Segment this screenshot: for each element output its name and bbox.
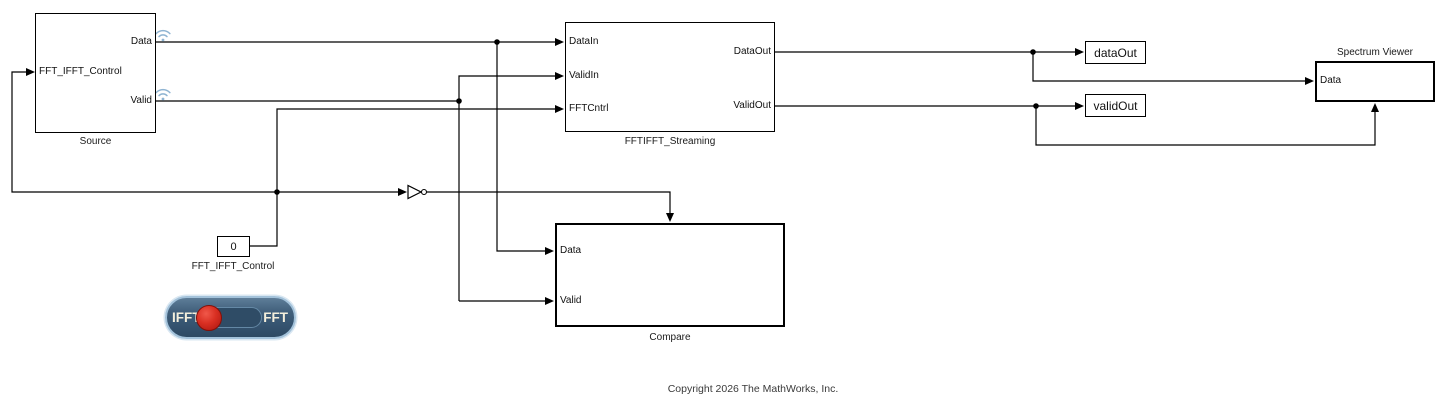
fft-port-fftcntrl: FFTCntrl <box>569 103 609 114</box>
junction-dot <box>1030 49 1036 55</box>
toggle-label-ifft: IFFT <box>172 309 201 325</box>
arrowhead <box>1075 48 1084 56</box>
not-gate-icon <box>407 184 428 200</box>
wire-data-branch-to-compare[interactable] <box>496 42 545 252</box>
source-port-data-out: Data <box>130 36 152 47</box>
arrowhead <box>545 247 554 255</box>
arrowhead <box>545 297 554 305</box>
wire-valid-riser[interactable] <box>458 75 555 301</box>
wifi-streaming-icon <box>155 29 171 42</box>
wire-dataout-branch-to-spectrum[interactable] <box>1032 52 1305 82</box>
source-block-label: Source <box>79 136 112 147</box>
arrowhead <box>555 38 564 46</box>
source-block[interactable]: FFT_IFFT_Control Data Valid <box>35 13 156 133</box>
compare-block[interactable]: Data Valid <box>555 223 785 327</box>
arrowhead <box>1371 103 1379 112</box>
arrowhead <box>555 72 564 80</box>
spectrum-viewer-title: Spectrum Viewer <box>1337 47 1413 58</box>
validout-block[interactable]: validOut <box>1085 94 1146 117</box>
fft-control-constant-label: FFT_IFFT_Control <box>191 261 275 272</box>
junction-dot <box>456 98 462 104</box>
source-port-control-in: FFT_IFFT_Control <box>39 66 122 77</box>
junction-dot <box>494 39 500 45</box>
fft-streaming-block-label: FFTIFFT_Streaming <box>624 136 716 147</box>
arrowhead <box>666 213 674 222</box>
toggle-knob[interactable] <box>196 305 222 331</box>
fft-port-validin: ValidIn <box>569 70 599 81</box>
validout-label: validOut <box>1093 98 1138 113</box>
spectrum-viewer-block[interactable]: Data <box>1315 61 1435 102</box>
arrowhead <box>1075 102 1084 110</box>
spectrum-port-data: Data <box>1320 75 1342 86</box>
wifi-streaming-icon <box>155 88 171 101</box>
dataout-block[interactable]: dataOut <box>1085 41 1146 64</box>
junction-dot <box>1033 103 1039 109</box>
arrowhead <box>1305 77 1314 85</box>
junction-dots <box>274 39 1039 195</box>
wire-gate-to-compare-event[interactable] <box>427 191 671 214</box>
dataout-label: dataOut <box>1094 45 1137 60</box>
toggle-label-fft: FFT <box>263 309 288 325</box>
wire-validout-branch-to-spectrum[interactable] <box>1035 106 1376 146</box>
fft-control-constant-block[interactable]: 0 <box>217 236 250 257</box>
copyright-annotation: Copyright 2026 The MathWorks, Inc. <box>667 383 839 395</box>
fft-ifft-toggle-switch[interactable]: IFFT FFT <box>165 296 296 339</box>
wire-control-to-source[interactable] <box>11 71 277 193</box>
wire-constant-to-fftcntrl[interactable] <box>250 108 555 247</box>
compare-port-valid: Valid <box>560 295 582 306</box>
junction-dot <box>274 189 280 195</box>
fft-streaming-block[interactable]: DataIn ValidIn FFTCntrl DataOut ValidOut <box>565 22 775 132</box>
wire-arrowheads <box>26 38 1379 305</box>
arrowhead <box>26 68 35 76</box>
arrowhead <box>398 188 407 196</box>
source-port-valid-out: Valid <box>130 95 153 106</box>
compare-block-label: Compare <box>649 332 691 343</box>
fft-port-validout: ValidOut <box>733 100 771 111</box>
signal-wires <box>11 41 1376 302</box>
fft-port-datain: DataIn <box>569 36 599 47</box>
fft-control-constant-value: 0 <box>230 240 237 253</box>
compare-port-data: Data <box>560 245 582 256</box>
arrowhead <box>555 105 564 113</box>
fft-port-dataout: DataOut <box>733 46 771 57</box>
